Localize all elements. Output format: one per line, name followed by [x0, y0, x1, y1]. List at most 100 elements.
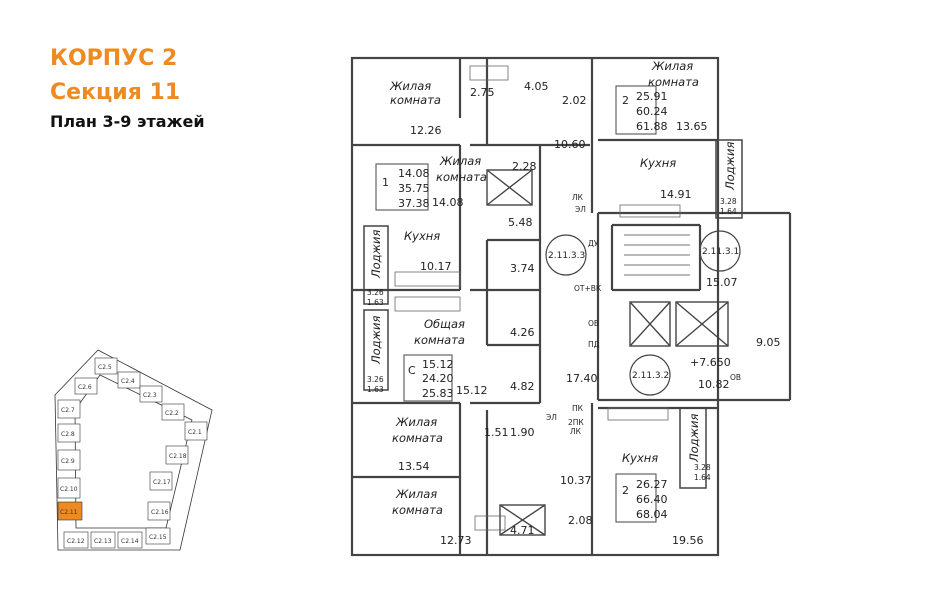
tech-label: ОВ: [588, 319, 599, 328]
apartment-total-area: 66.40: [636, 493, 668, 506]
room-area: 2.75: [470, 86, 495, 99]
room-area: 2.02: [562, 94, 587, 107]
apartment-total-with-loggia: 68.04: [636, 508, 668, 521]
room-area: 2.28: [512, 160, 537, 173]
loggia: [679, 407, 707, 489]
room-area: 12.73: [440, 534, 472, 547]
apartment-info-box: [375, 163, 429, 211]
room-label: Жилая: [389, 79, 431, 93]
tech-label: 2ПК: [568, 418, 584, 427]
shaft: [499, 504, 546, 536]
room-area: 15.07: [706, 276, 738, 289]
room-area: 10.37: [560, 474, 592, 487]
room-area: 14.08: [432, 196, 464, 209]
room-area: 14.91: [660, 188, 692, 201]
tech-label: ЛК: [570, 427, 582, 436]
apartment-total-with-loggia: 25.83: [422, 387, 454, 400]
apartment-rooms: С: [408, 364, 416, 377]
loggia-area: 3.28: [694, 463, 711, 472]
room-area: 13.65: [676, 120, 708, 133]
outer-wall: [350, 56, 720, 557]
building-title: КОРПУС 2: [50, 46, 178, 71]
room-area: 4.82: [510, 380, 535, 393]
loggia-label: Лоджия: [687, 414, 701, 463]
apartment-total-with-loggia: 61.88: [636, 120, 668, 133]
apartment-code: 2.11.3.2: [632, 371, 669, 381]
room-area: 19.56: [672, 534, 704, 547]
room-area: 10.60: [554, 138, 586, 151]
apartment-living-area: 25.91: [636, 90, 668, 103]
room-label: Кухня: [404, 229, 440, 243]
apartment-rooms: 1: [382, 176, 389, 189]
loggia-label: Лоджия: [723, 142, 737, 191]
loggia-area: 1.63: [367, 385, 384, 394]
elevator: [675, 301, 729, 347]
room-label: Жилая: [651, 59, 693, 73]
room-area: 1.90: [510, 426, 535, 439]
tech-label: ПК: [572, 404, 584, 413]
loggia-label: Лоджия: [369, 316, 383, 365]
room-label-line2: комната: [392, 503, 443, 517]
loggia-area: 3.26: [367, 375, 384, 384]
tech-label: ЭЛ: [575, 205, 586, 214]
apartment-info-box: [403, 354, 453, 402]
tech-label: ОТ+ВК: [574, 284, 602, 293]
apartment-living-area: 26.27: [636, 478, 668, 491]
loggia: [363, 309, 389, 391]
code-circle: [545, 234, 587, 276]
loggia-label: Лоджия: [369, 230, 383, 279]
apartment-info-box: [615, 85, 657, 135]
loggia-area: 3.28: [720, 197, 737, 206]
room-label-line2: комната: [414, 333, 465, 347]
room-label-line2: комната: [648, 75, 699, 89]
loggia: [715, 139, 743, 219]
apartment-rooms: 2: [622, 484, 629, 497]
room-label: Кухня: [640, 156, 676, 170]
shaft: [486, 169, 533, 206]
loggia: [363, 225, 389, 305]
room-label: Жилая: [395, 415, 437, 429]
room-label-line2: комната: [392, 431, 443, 445]
stairs: [624, 234, 690, 276]
loggia-area: 1.64: [720, 207, 737, 216]
tech-label: ЛК: [572, 193, 584, 202]
code-circle: [629, 354, 671, 396]
level-mark: +7.650: [690, 356, 731, 369]
tech-label: ОВ: [730, 373, 741, 382]
plan-subtitle: План 3-9 этажей: [50, 112, 205, 131]
room-area: 9.05: [756, 336, 781, 349]
apartment-info-box: [615, 473, 657, 523]
room-area: 12.26: [410, 124, 442, 137]
loggia-area: 1.63: [367, 298, 384, 307]
room-area: 2.08: [568, 514, 593, 527]
apartment-total-area: 35.75: [398, 182, 430, 195]
room-area: 3.74: [510, 262, 535, 275]
tech-label: ДУ: [588, 239, 599, 248]
apartment-total-area: 24.20: [422, 372, 454, 385]
code-circle: [699, 230, 741, 272]
room-area: 15.12: [456, 384, 488, 397]
room-area: 13.54: [398, 460, 430, 473]
room-area: 17.40: [566, 372, 598, 385]
apartment-living-area: 14.08: [398, 167, 430, 180]
apartment-code: 2.11.3.1: [702, 247, 739, 257]
apartment-living-area: 15.12: [422, 358, 454, 371]
room-label: Жилая: [439, 154, 481, 168]
apartment-rooms: 2: [622, 94, 629, 107]
room-label-line2: комната: [390, 93, 441, 107]
room-area: 4.05: [524, 80, 549, 93]
room-label-line2: комната: [436, 170, 487, 184]
room-label: Общая: [424, 317, 465, 331]
elevator: [629, 301, 671, 347]
room-area: 5.48: [508, 216, 533, 229]
apartment-total-area: 60.24: [636, 105, 668, 118]
apartment-code: 2.11.3.3: [548, 251, 585, 261]
tech-label: ПД: [588, 340, 600, 349]
room-area: 10.17: [420, 260, 452, 273]
room-area: 10.82: [698, 378, 730, 391]
room-area: 4.26: [510, 326, 535, 339]
apartment-total-with-loggia: 37.38: [398, 197, 430, 210]
room-area: 4.71: [510, 524, 535, 537]
tech-label: ЭЛ: [546, 413, 557, 422]
